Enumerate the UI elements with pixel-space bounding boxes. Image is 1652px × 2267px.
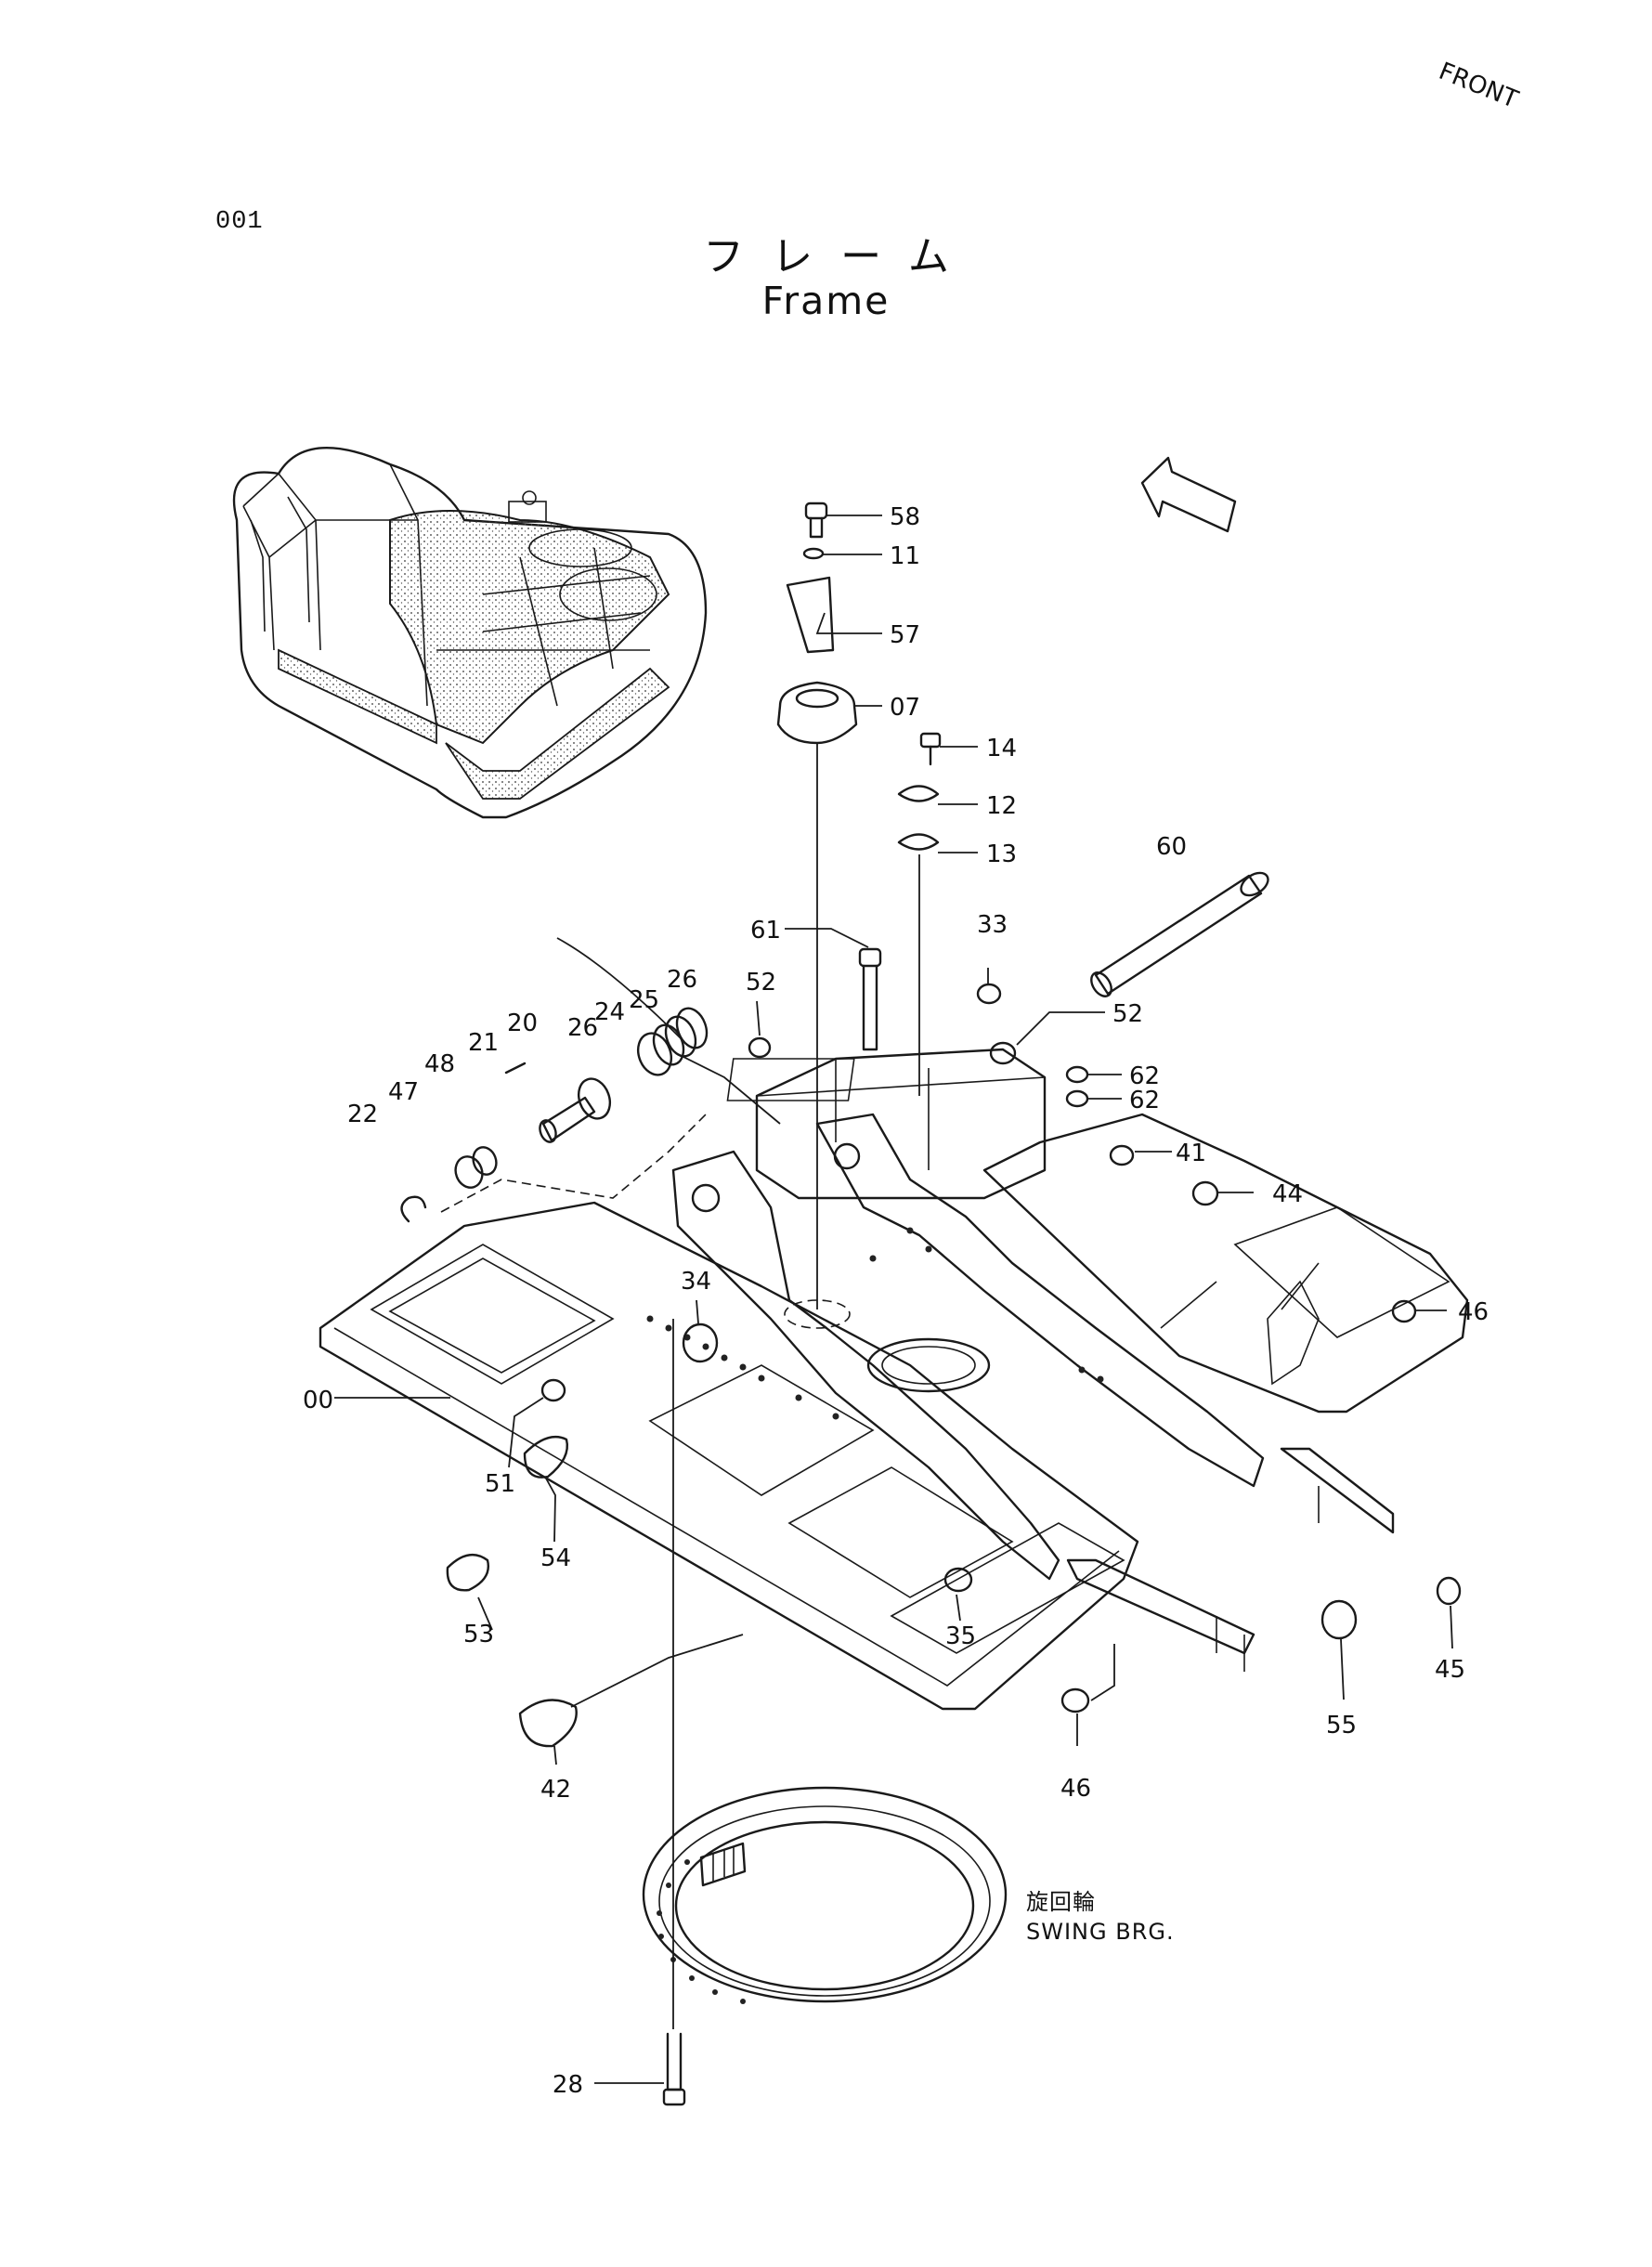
part-label-00: 00 — [303, 1387, 333, 1414]
part-label-52-right: 52 — [1112, 1000, 1143, 1028]
part-label-14: 14 — [986, 735, 1017, 762]
part-label-44: 44 — [1272, 1180, 1303, 1208]
pin-60 — [1090, 871, 1269, 997]
part-label-61: 61 — [750, 917, 781, 945]
part-label-55: 55 — [1326, 1712, 1357, 1739]
inspection-cover-stack — [897, 732, 942, 1096]
part-label-62-lower: 62 — [1129, 1087, 1160, 1114]
part-label-33: 33 — [977, 911, 1008, 939]
part-label-22: 22 — [347, 1101, 378, 1128]
part-label-58: 58 — [890, 503, 920, 531]
part-label-12: 12 — [986, 792, 1017, 820]
bolt-61 — [858, 947, 882, 1051]
part-label-20: 20 — [507, 1010, 538, 1037]
part-label-53: 53 — [463, 1621, 494, 1648]
part-label-35: 35 — [945, 1622, 976, 1650]
part-label-34: 34 — [681, 1268, 711, 1296]
part-label-57: 57 — [890, 621, 920, 649]
front-label: FRONT — [1435, 58, 1522, 114]
machine-location-inset — [232, 447, 708, 819]
part-label-28: 28 — [553, 2071, 583, 2099]
part-label-54: 54 — [540, 1544, 571, 1572]
part-label-52-left: 52 — [746, 969, 776, 997]
part-label-46-upper: 46 — [1458, 1298, 1489, 1326]
part-label-26-right: 26 — [667, 966, 697, 994]
part-label-11: 11 — [890, 542, 920, 570]
title-english: Frame — [761, 279, 891, 323]
swing-bearing-caption: 旋回輪 SWING BRG. — [1026, 1887, 1175, 1947]
part-label-51: 51 — [485, 1470, 515, 1498]
part-label-42: 42 — [540, 1776, 571, 1804]
swing-bearing-label-english: SWING BRG. — [1026, 1919, 1175, 1945]
part-label-26-left: 26 — [567, 1014, 598, 1042]
part-label-41: 41 — [1176, 1140, 1206, 1167]
part-label-13: 13 — [986, 840, 1017, 868]
upper-mount-stack — [776, 502, 858, 1309]
main-frame-00 — [319, 1048, 1469, 1711]
part-label-62-upper: 62 — [1129, 1062, 1160, 1090]
page-number: 001 — [215, 208, 264, 236]
part-label-47: 47 — [388, 1078, 419, 1106]
part-label-21: 21 — [468, 1029, 499, 1057]
frame-bolt-holes — [646, 1227, 1104, 1420]
part-label-24: 24 — [594, 998, 625, 1026]
part-label-46-lower: 46 — [1060, 1775, 1091, 1803]
leader-lines — [334, 515, 1453, 1765]
part-number-labels: 58 11 57 07 14 12 13 60 61 33 52 52 62 6… — [303, 503, 1489, 2099]
swing-bearing-label-japanese: 旋回輪 — [1026, 1889, 1096, 1915]
front-direction-arrow: FRONT — [1140, 58, 1522, 533]
part-label-60: 60 — [1156, 833, 1187, 861]
part-label-48: 48 — [424, 1050, 455, 1078]
part-label-07: 07 — [890, 694, 920, 722]
swing-bearing — [594, 1319, 1008, 2106]
part-label-25: 25 — [629, 986, 659, 1014]
mounts-and-nuts — [446, 983, 1462, 1748]
part-label-45: 45 — [1435, 1656, 1465, 1684]
title-japanese: フレーム — [703, 233, 977, 280]
